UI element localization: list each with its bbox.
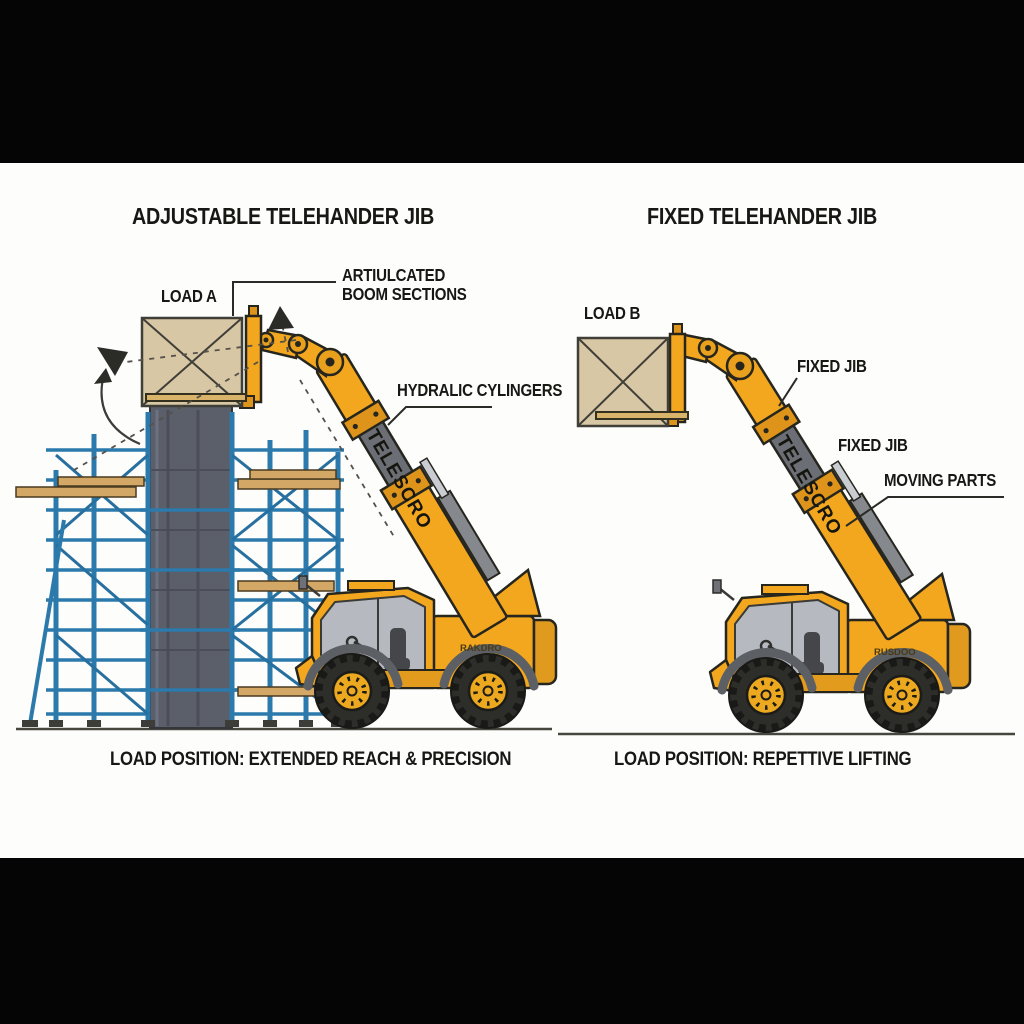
moving-parts-label: MOVING PARTS — [884, 470, 997, 490]
left-caption: LOAD POSITION: EXTENDED REACH & PRECISIO… — [110, 748, 512, 770]
leader-lines — [232, 281, 1004, 527]
fork-tine-right — [595, 411, 689, 420]
load-a-crate — [140, 316, 244, 408]
articulated-boom-label: ARTIULCATED BOOM SECTIONS — [342, 265, 467, 305]
hydraulic-cylinders-label: HYDRALIC CYLINGERS — [397, 380, 563, 400]
letterbox-bottom — [0, 858, 1024, 1024]
fixed-jib-lower-label: FIXED JIB — [838, 435, 908, 455]
articulated-jib-left — [239, 305, 345, 409]
outrigger-pole — [28, 519, 66, 725]
right-caption: LOAD POSITION: REPETTIVE LIFTING — [614, 748, 912, 770]
left-title: ADJUSTABLE TELEHANDER JIB — [132, 203, 435, 229]
arrowhead-upleft-icon — [97, 347, 128, 376]
swing-arc-arrow — [100, 377, 141, 446]
arrowhead-up-icon — [268, 306, 294, 330]
planks — [15, 469, 341, 697]
right-title: FIXED TELEHANDER JIB — [647, 203, 878, 229]
load-a-label: LOAD A — [161, 286, 217, 306]
telehandler-right: TELESCRO RUSDOO — [576, 323, 970, 732]
body-code-left: RAKDRO — [460, 643, 502, 654]
scaffolding — [15, 379, 345, 729]
load-b-label: LOAD B — [584, 303, 641, 323]
fixed-jib-upper-label: FIXED JIB — [797, 356, 867, 376]
fixed-jib-right — [663, 323, 755, 427]
arrowhead-arc-icon — [94, 368, 112, 384]
body-code-right: RUSDOO — [874, 647, 916, 658]
letterbox-top — [0, 0, 1024, 163]
concrete-column — [149, 379, 233, 729]
fork-tine-left — [145, 393, 247, 402]
